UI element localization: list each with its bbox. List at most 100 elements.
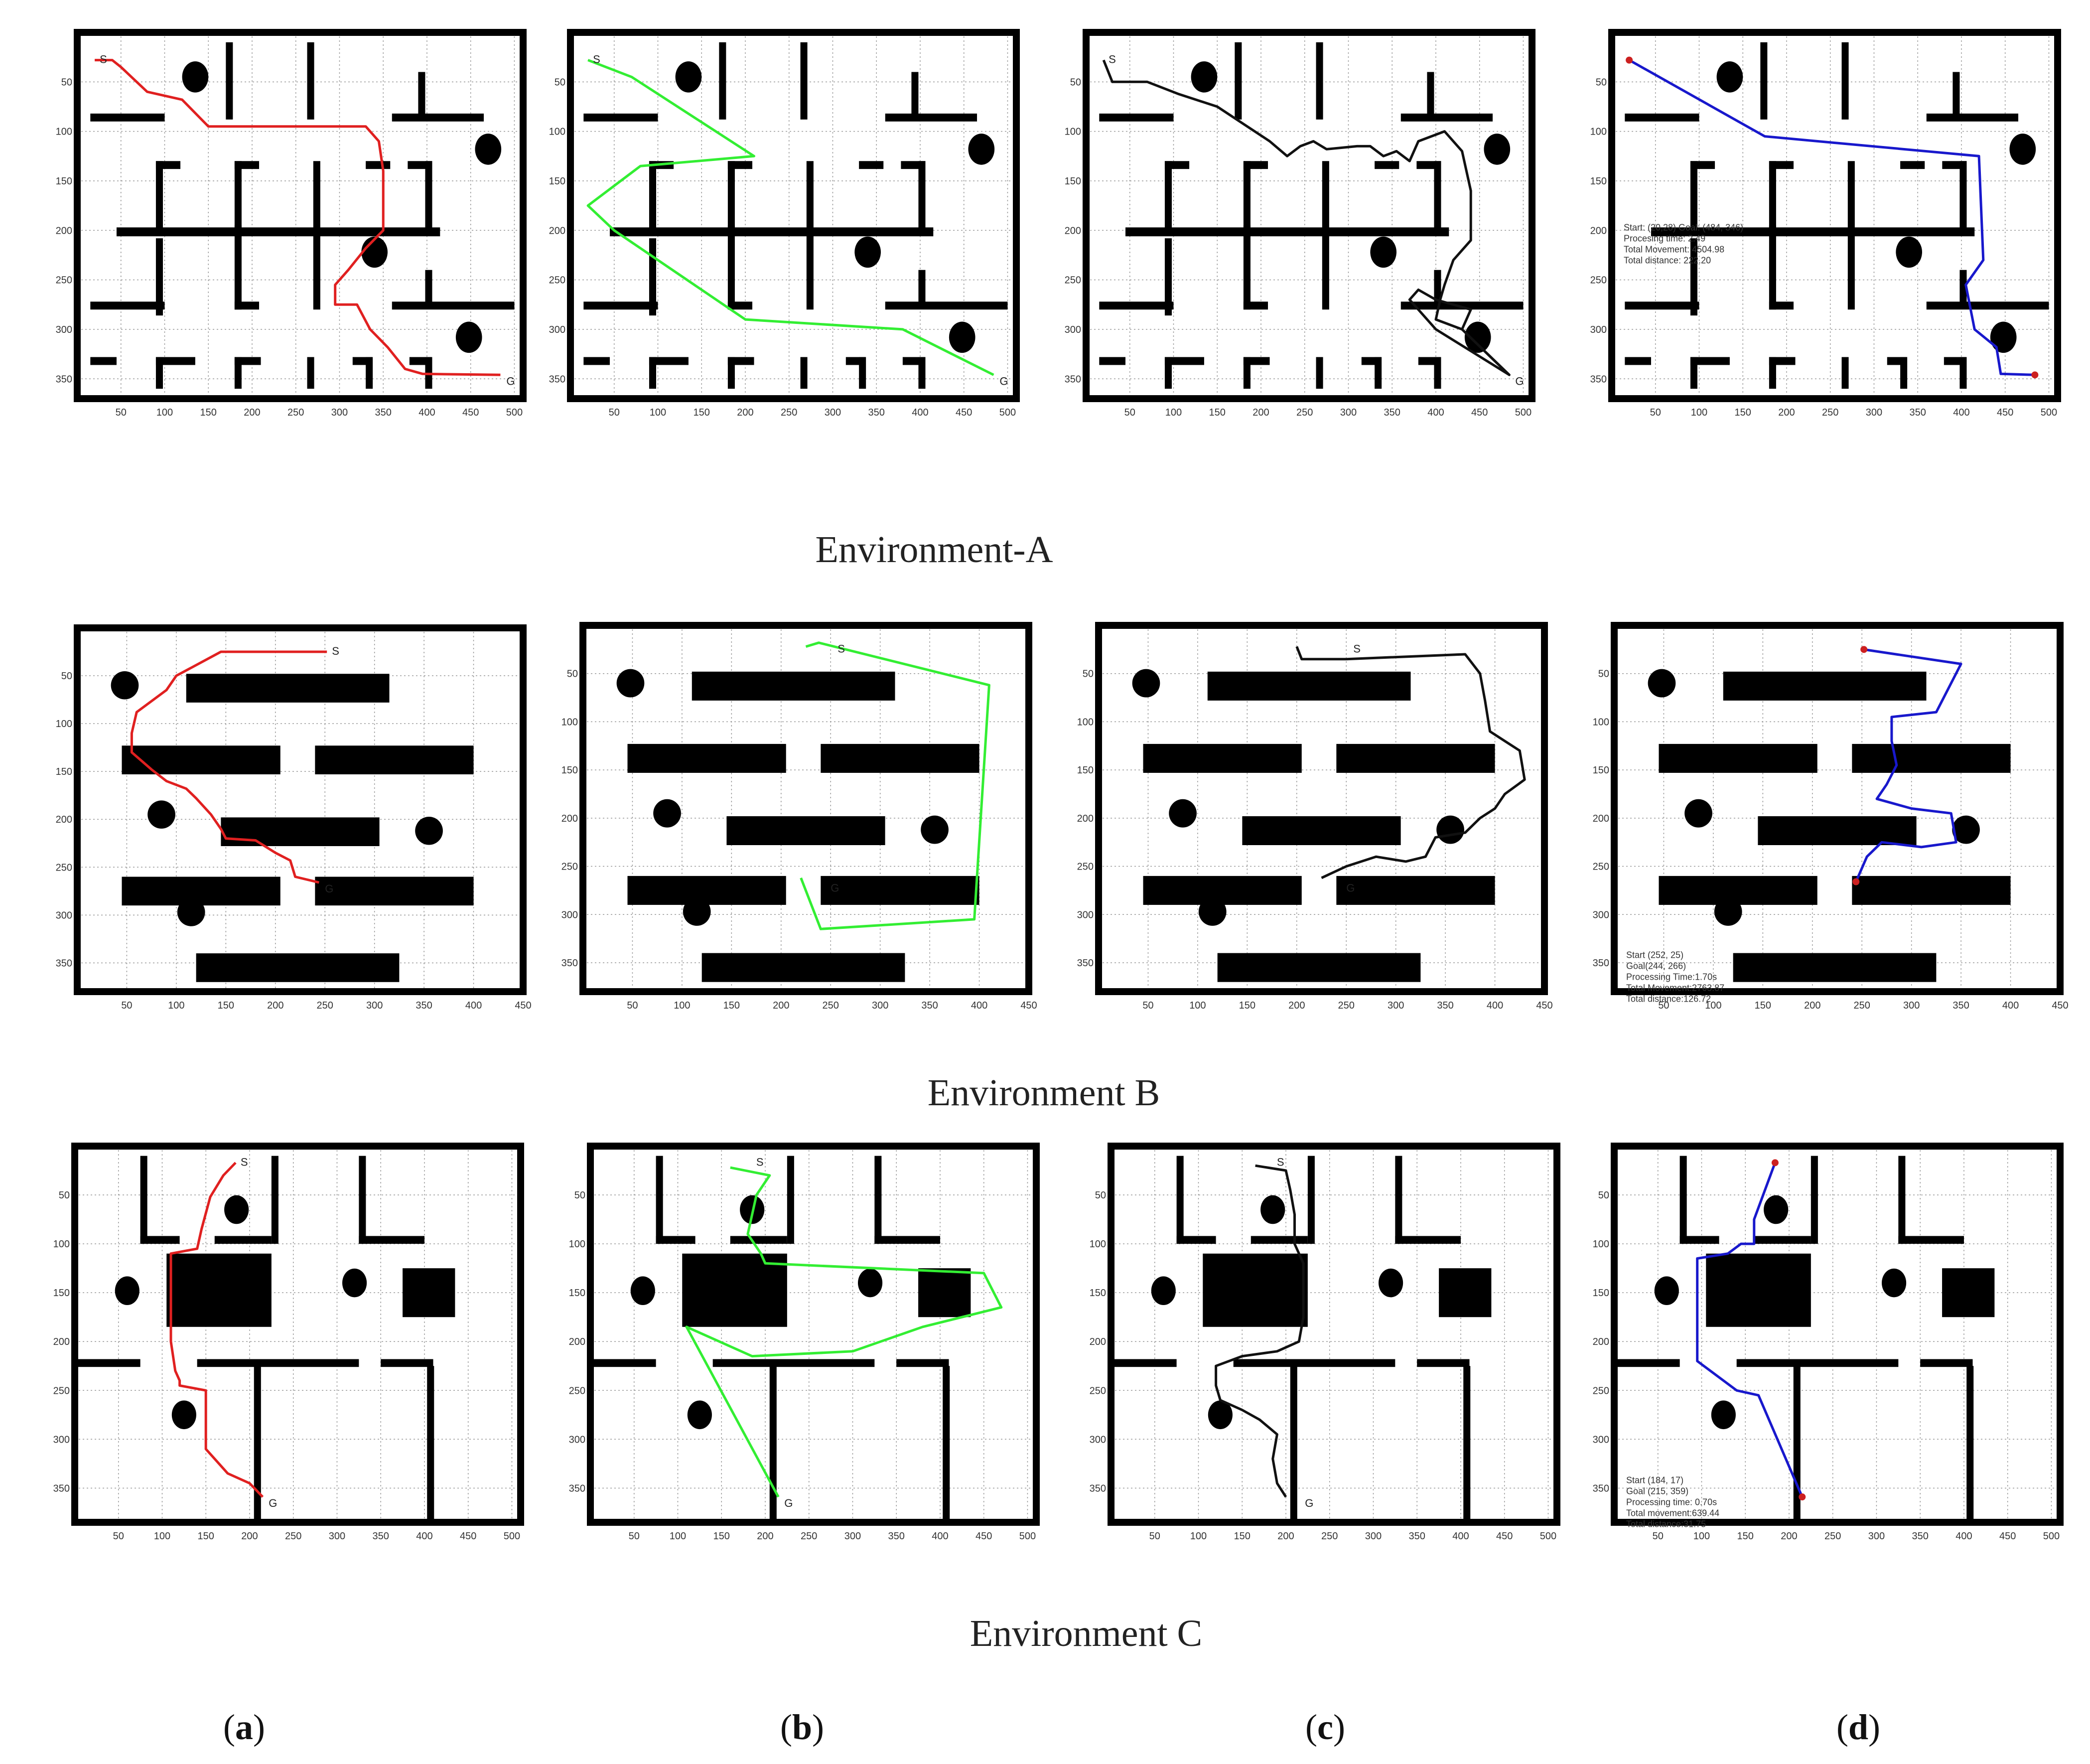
y-tick-label: 200 [53,1336,70,1347]
wall-obstacle [155,238,163,316]
round-obstacle [361,236,388,268]
wall-obstacle [1417,1359,1470,1367]
y-tick-label: 250 [1593,1385,1609,1396]
round-obstacle [1684,799,1712,828]
x-tick-label: 300 [844,1531,861,1542]
x-tick-label: 150 [218,1000,234,1011]
info-line: Procesing time: 2.49 [1624,233,1705,243]
wall-obstacle [1852,743,2011,773]
y-tick-label: 200 [1590,225,1607,236]
wall-obstacle [727,301,753,310]
round-obstacle [1464,321,1491,353]
x-tick-label: 200 [241,1531,258,1542]
wall-obstacle [1316,357,1323,389]
wall-obstacle [1651,227,1975,237]
x-tick-label: 400 [1427,407,1444,418]
x-tick-label: 50 [1653,1531,1664,1542]
wall-obstacle [1235,42,1242,120]
wall-obstacle [1679,1236,1719,1244]
x-tick-label: 150 [1209,407,1226,418]
y-tick-label: 250 [1593,862,1609,873]
round-obstacle [1484,134,1511,165]
x-tick-label: 250 [1824,1531,1841,1542]
wall-obstacle [787,1156,794,1244]
y-tick-label: 350 [561,958,578,969]
start-marker: S [1277,1156,1284,1168]
y-tick-label: 350 [569,1483,585,1494]
x-tick-label: 300 [329,1531,345,1542]
wall-obstacle [727,161,735,229]
y-tick-label: 350 [1077,958,1094,969]
wall-obstacle [885,113,977,122]
wall-obstacle [1920,1359,1973,1367]
x-tick-label: 400 [1955,1531,1972,1542]
wall-obstacle [1706,1253,1811,1327]
y-tick-label: 250 [56,275,72,286]
wall-obstacle [609,227,934,237]
wall-obstacle [409,357,431,365]
wall-obstacle [166,1253,272,1327]
round-obstacle [1896,236,1922,268]
start-marker: S [332,645,339,657]
y-tick-label: 150 [56,766,72,777]
y-tick-label: 250 [53,1385,70,1396]
x-tick-label: 300 [1866,407,1882,418]
wall-obstacle [1395,1236,1461,1244]
wall-obstacle [874,1236,940,1244]
x-tick-label: 100 [156,407,173,418]
x-tick-label: 200 [1288,1000,1305,1011]
x-tick-label: 500 [1540,1531,1556,1542]
x-tick-label: 500 [504,1531,520,1542]
wall-obstacle [1841,42,1849,120]
y-tick-label: 250 [1090,1385,1106,1396]
map-border [567,29,1020,402]
y-tick-label: 350 [549,374,565,385]
y-tick-label: 350 [56,958,72,969]
round-obstacle [1764,1195,1789,1224]
wall-obstacle [116,227,440,237]
y-tick-label: 50 [61,671,72,682]
wall-obstacle [1723,671,1927,701]
y-tick-label: 150 [1090,1288,1106,1299]
wall-obstacle [1758,816,1917,845]
round-obstacle [1191,61,1218,93]
wall-obstacle [896,1359,949,1367]
y-tick-label: 50 [61,77,72,88]
y-tick-label: 100 [1090,1239,1106,1250]
start-marker: S [1109,53,1116,66]
y-tick-label: 250 [56,862,72,873]
wall-obstacle [1143,876,1302,905]
start-dot [1626,56,1633,64]
wall-obstacle [1416,161,1441,169]
wall-obstacle [1203,1253,1308,1327]
x-tick-label: 350 [416,1000,432,1011]
x-tick-label: 100 [670,1531,686,1542]
round-obstacle [1436,815,1464,844]
wall-obstacle [918,270,926,305]
x-tick-label: 250 [1296,407,1313,418]
wall-obstacle [366,161,391,169]
info-line: Total distance:126.72 [1626,994,1711,1004]
wall-obstacle [425,270,432,305]
wall-obstacle [1887,357,1907,365]
goal-marker: G [1515,375,1524,387]
y-tick-label: 200 [1077,813,1094,824]
x-tick-label: 150 [713,1531,730,1542]
wall-obstacle [918,1268,971,1318]
wall-obstacle [1625,301,1699,310]
map-border [1083,29,1535,402]
wall-obstacle [1959,161,1967,229]
map-border [1608,29,2061,402]
wall-obstacle [1434,161,1441,229]
map-border [587,1143,1040,1526]
wall-obstacle [234,225,242,310]
map-background [1086,32,1532,399]
x-tick-label: 50 [629,1531,640,1542]
round-obstacle [177,898,205,926]
x-tick-label: 150 [1737,1531,1754,1542]
wall-obstacle [1769,161,1776,229]
wall-obstacle [1176,1156,1184,1244]
wall-obstacle [583,357,610,365]
